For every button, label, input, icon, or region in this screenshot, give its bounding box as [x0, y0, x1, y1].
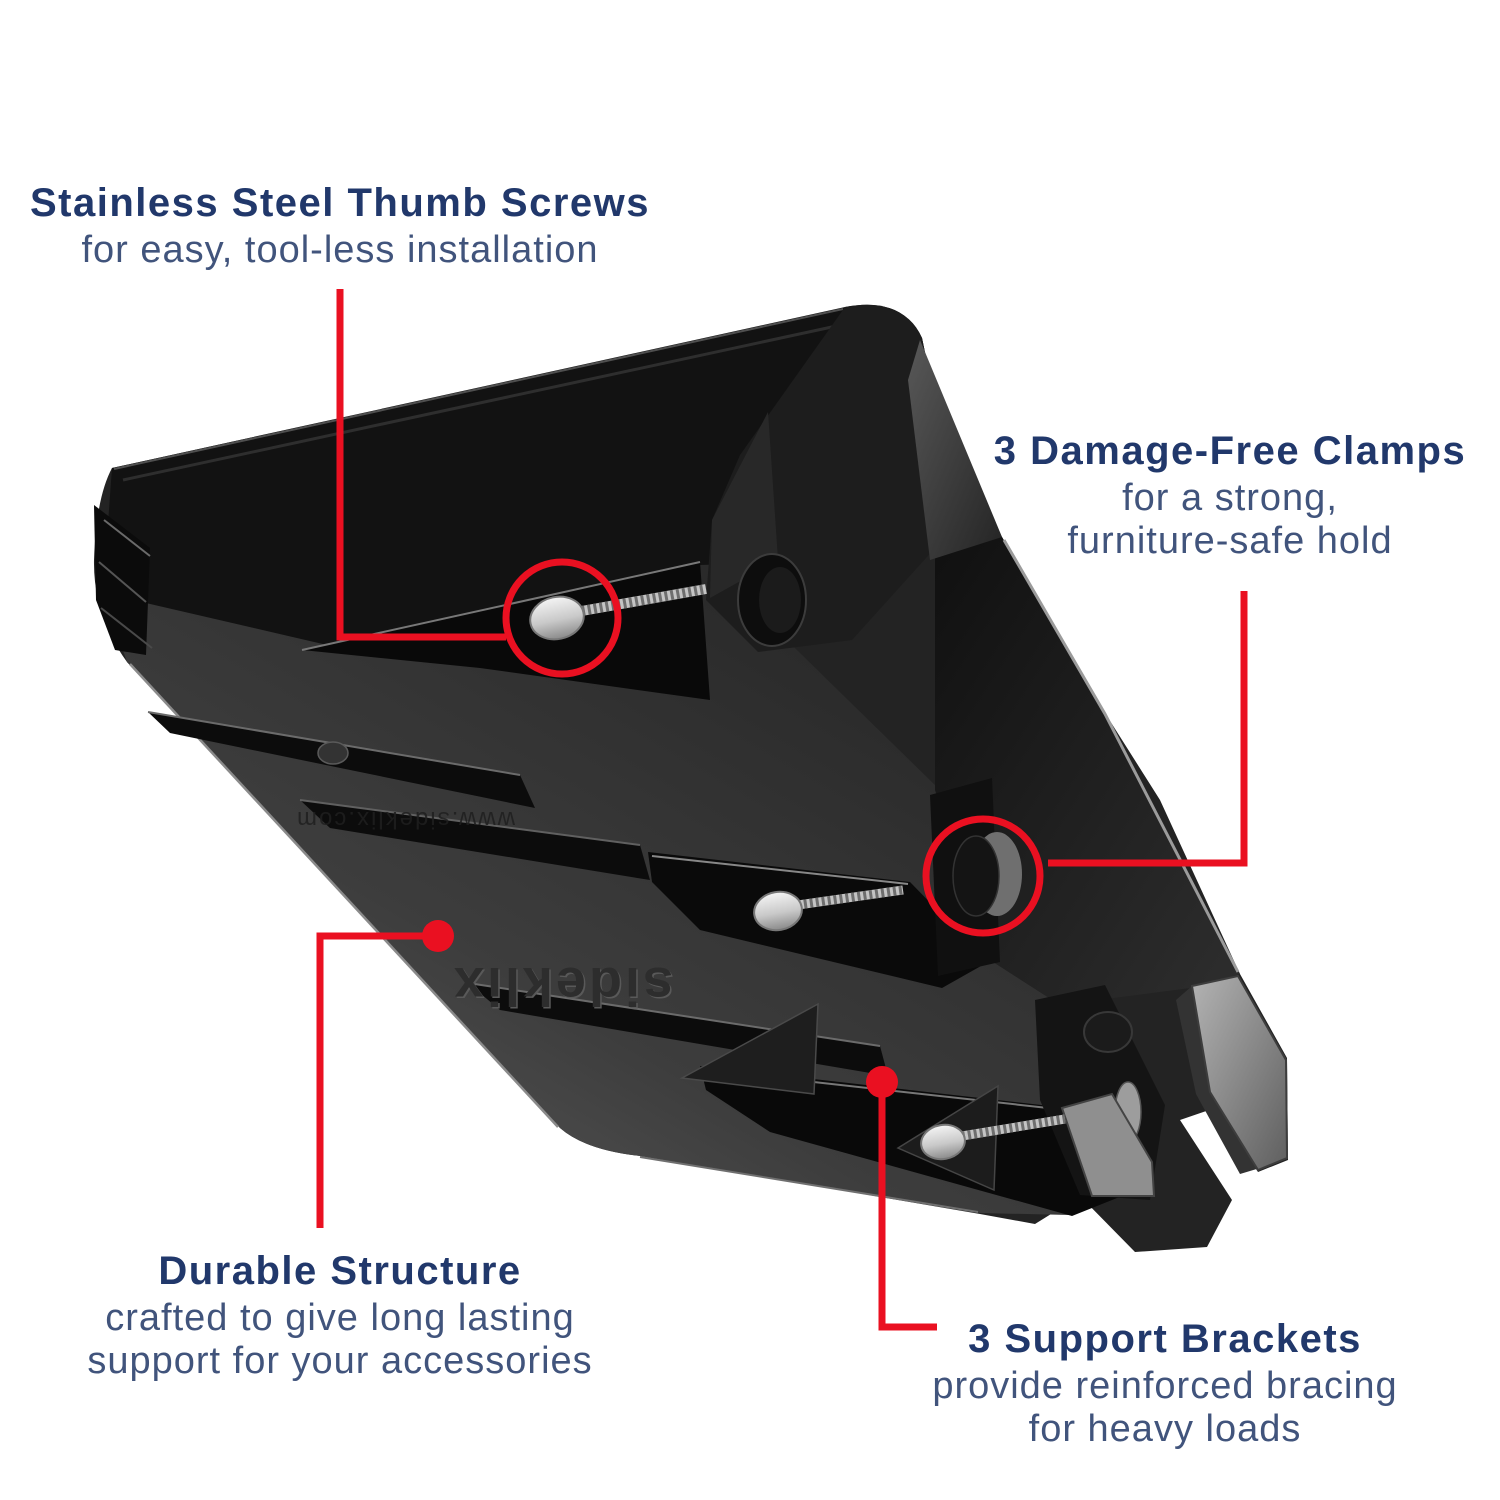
- callout-clamps-title: 3 Damage-Free Clamps: [993, 429, 1467, 473]
- callout-brackets-subtitle-1: provide reinforced bracing: [932, 1365, 1398, 1407]
- bottom-edge-highlight-right: [639, 1156, 979, 1213]
- screw-threads: [575, 584, 707, 617]
- callout-structure-subtitle-2: support for your accessories: [87, 1339, 593, 1382]
- right-edge-highlight: [1002, 539, 1240, 973]
- callout-brackets-subtitle-2: for heavy loads: [1028, 1407, 1302, 1450]
- pocket-2-edge: [651, 855, 909, 885]
- callout-thumb-screws-title: Stainless Steel Thumb Screws: [30, 181, 650, 225]
- left-tip-line: [98, 561, 147, 603]
- callout-structure: Durable Structure crafted to give long l…: [30, 1250, 650, 1381]
- clamp-middle: [930, 778, 1022, 976]
- screw-head: [920, 1123, 966, 1161]
- callout-circle-clamps: [922, 815, 1044, 937]
- callout-clamps-subtitle-1: for a strong,: [1122, 477, 1338, 519]
- callout-brackets: 3 Support Brackets provide reinforced br…: [880, 1318, 1450, 1449]
- callout-line-clamps: [1048, 591, 1248, 867]
- thumb-screw-3: [920, 1114, 1066, 1161]
- bottom-edge-highlight: [129, 663, 559, 1128]
- clamp-jaw-right: [1190, 974, 1289, 1172]
- rib-wedge-b: [300, 800, 650, 880]
- screw-head: [753, 890, 803, 932]
- screw-shaft: [797, 885, 904, 910]
- left-tip-line: [100, 607, 153, 649]
- clamp-jaw-edge: [1176, 986, 1260, 1174]
- callout-structure-subtitle-1: crafted to give long lasting: [105, 1297, 575, 1339]
- screw-threads: [961, 1114, 1066, 1141]
- thumb-screw-2: [753, 885, 904, 932]
- url-emboss-text: www.sideklix.com: [295, 806, 516, 833]
- surface-tab: [317, 741, 349, 765]
- brand-emboss-text: sideklix: [451, 956, 673, 1016]
- clamp-pad-top-inner: [759, 567, 801, 633]
- left-tip-line: [103, 519, 151, 557]
- clamp-jaw-left: [1060, 1092, 1156, 1197]
- clamp-bottom-knob: [1083, 1011, 1133, 1053]
- annotations: [316, 289, 1248, 1331]
- left-tip-cap: [94, 505, 150, 655]
- top-edge-highlight: [113, 308, 844, 470]
- clamp-pad-middle: [952, 835, 1000, 917]
- side-wall-crease: [122, 320, 856, 482]
- callout-structure-title: Durable Structure: [158, 1249, 522, 1293]
- support-bracket-fin-1: [679, 1002, 819, 1095]
- embossed-branding: sideklix sideklix www.sideklix.com: [295, 806, 675, 1018]
- callout-line-thumb-screws: [336, 289, 506, 641]
- thumb-screws: [529, 584, 1066, 1161]
- screw-head: [529, 595, 585, 641]
- rib-wedge-b-edge: [299, 799, 641, 846]
- callout-brackets-title: 3 Support Brackets: [968, 1317, 1362, 1361]
- callout-clamps: 3 Damage-Free Clamps for a strong, furni…: [960, 430, 1500, 561]
- callout-line-brackets: [878, 1082, 937, 1331]
- thumb-screw-1: [529, 584, 707, 641]
- callout-line-structure: [316, 932, 438, 1228]
- callout-thumb-screws-subtitle: for easy, tool-less installation: [81, 229, 599, 271]
- clamp-bottom: [1035, 974, 1289, 1200]
- clamp-top: [706, 304, 1002, 652]
- callout-circle-thumb-screws: [502, 558, 622, 678]
- clamp-top-right-face: [908, 340, 1002, 560]
- callout-thumb-screws: Stainless Steel Thumb Screws for easy, t…: [0, 182, 680, 271]
- pocket-2: [648, 852, 988, 988]
- brand-emboss-shadow: sideklix: [452, 958, 674, 1018]
- clamp-top-face: [710, 412, 778, 598]
- callout-clamps-subtitle-2: furniture-safe hold: [1067, 519, 1393, 562]
